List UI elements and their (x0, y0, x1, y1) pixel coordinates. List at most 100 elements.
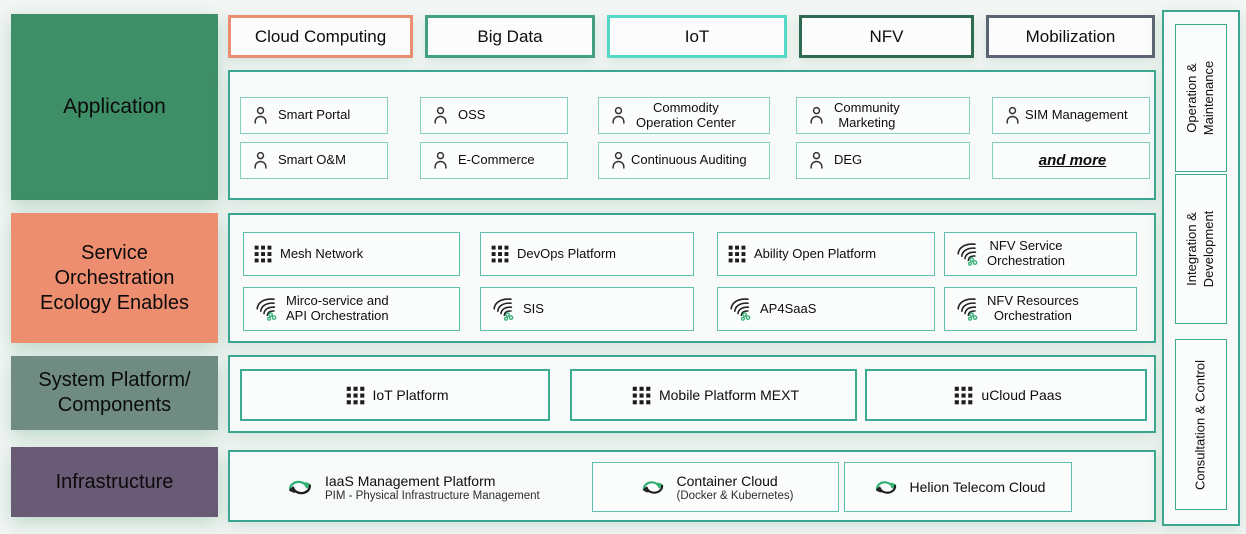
cloud-sync-icon (871, 475, 901, 500)
infra-label: Helion Telecom Cloud (909, 479, 1046, 495)
cloud-sync-icon (638, 475, 668, 500)
cloud-sync-icon (284, 474, 316, 501)
person-icon (430, 150, 451, 171)
infra-box-helion-telecom-cloud: Helion Telecom Cloud (844, 462, 1072, 512)
infra-label: IaaS Management Platform (325, 472, 496, 489)
infra-box-iaas-management-platform: IaaS Management Platform PIM - Physical … (280, 462, 590, 512)
app-box-label: OSS (458, 107, 486, 123)
swirl-icon (727, 296, 753, 322)
sys-box-ucloud-paas: uCloud Paas (865, 369, 1147, 421)
svc-box-nfv-resources-orchestration: NFV Resources Orchestration (944, 287, 1137, 331)
tab-cloud-computing: Cloud Computing (228, 15, 413, 58)
system-row: IoT Platform Mobile Platform MEXT uCloud… (240, 369, 1147, 421)
application-section: Smart Portal OSS Commodity Operation Cen… (228, 70, 1156, 200)
service-row-2: Mirco-service and API Orchestration SIS … (243, 287, 1137, 331)
vertical-label: Operation & Maintenance (1184, 60, 1216, 136)
person-icon (608, 150, 629, 171)
person-icon (430, 105, 451, 126)
app-box-smart-oandm: Smart O&M (240, 142, 388, 179)
app-box-smart-portal: Smart Portal (240, 97, 388, 134)
tab-mobilization: Mobilization (986, 15, 1155, 58)
application-row-2: Smart O&M E-Commerce Continuous Auditing… (240, 142, 1150, 179)
tab-nfv: NFV (799, 15, 974, 58)
app-box-label: SIM Management (1025, 107, 1128, 123)
rail-service-orchestration: Service Orchestration Ecology Enables (11, 213, 218, 343)
svc-box-sis: SIS (480, 287, 694, 331)
tab-iot: IoT (607, 15, 787, 58)
svc-box-label: NFV Resources Orchestration (987, 293, 1079, 323)
grid-icon (953, 385, 974, 406)
sys-box-iot-platform: IoT Platform (240, 369, 550, 421)
app-box-oss: OSS (420, 97, 568, 134)
app-box-label: Community Marketing (834, 99, 900, 130)
app-box-label: DEG (834, 152, 863, 168)
rail-application: Application (11, 14, 218, 200)
swirl-icon (954, 296, 980, 322)
infrastructure-section: IaaS Management Platform PIM - Physical … (228, 450, 1156, 522)
swirl-icon (954, 241, 980, 267)
grid-icon (490, 244, 510, 264)
infra-label: Container Cloud (676, 472, 778, 489)
svc-box-ap4saas: AP4SaaS (717, 287, 935, 331)
swirl-icon (490, 296, 516, 322)
person-icon (608, 105, 629, 126)
app-box-community-marketing: Community Marketing (796, 97, 970, 134)
sys-box-label: IoT Platform (372, 386, 449, 403)
sys-box-label: Mobile Platform MEXT (658, 386, 800, 403)
grid-icon (253, 244, 273, 264)
infra-sublabel: PIM - Physical Infrastructure Management (325, 489, 540, 502)
system-platform-section: IoT Platform Mobile Platform MEXT uCloud… (228, 355, 1156, 433)
rail-consultation-control: Consultation & Control (1175, 339, 1227, 510)
service-orchestration-section: Mesh Network DevOps Platform Ability Ope… (228, 213, 1156, 343)
svc-box-label: AP4SaaS (760, 300, 817, 316)
app-box-continuous-auditing: Continuous Auditing (598, 142, 770, 179)
svc-box-label: DevOps Platform (517, 245, 616, 261)
infra-text: Container Cloud (Docker & Kubernetes) (677, 473, 794, 502)
rail-operation-maintenance: Operation & Maintenance (1175, 24, 1227, 172)
and-more-label: and more (1038, 151, 1107, 169)
app-box-label: Continuous Auditing (631, 152, 747, 168)
technology-tabs: Cloud Computing Big Data IoT NFV Mobiliz… (228, 15, 1156, 58)
grid-icon (631, 385, 652, 406)
app-box-label: Smart O&M (278, 152, 346, 168)
person-icon (806, 150, 827, 171)
infra-text: IaaS Management Platform PIM - Physical … (325, 473, 540, 502)
svc-box-devops-platform: DevOps Platform (480, 232, 694, 276)
sys-box-label: uCloud Paas (981, 386, 1062, 403)
person-icon (250, 105, 271, 126)
svc-box-label: SIS (523, 300, 544, 316)
application-row-1: Smart Portal OSS Commodity Operation Cen… (240, 97, 1150, 134)
right-rail: Operation & Maintenance Integration & De… (1162, 10, 1240, 526)
rail-integration-development: Integration & Development (1175, 174, 1227, 324)
swirl-icon (253, 296, 279, 322)
tab-big-data: Big Data (425, 15, 595, 58)
rail-system-platform: System Platform/ Components (11, 356, 218, 430)
svc-box-microservice-api-orchestration: Mirco-service and API Orchestration (243, 287, 460, 331)
app-box-deg: DEG (796, 142, 970, 179)
rail-infrastructure: Infrastructure (11, 447, 218, 517)
infra-sublabel: (Docker & Kubernetes) (676, 489, 794, 502)
svc-box-label: NFV Service Orchestration (987, 238, 1066, 268)
grid-icon (727, 244, 747, 264)
vertical-label: Consultation & Control (1192, 359, 1208, 490)
svc-box-label: Mirco-service and API Orchestration (286, 293, 389, 323)
vertical-label: Integration & Development (1184, 210, 1216, 288)
grid-icon (345, 385, 366, 406)
infra-box-container-cloud: Container Cloud (Docker & Kubernetes) (592, 462, 839, 512)
app-box-sim-management: SIM Management (992, 97, 1150, 134)
person-icon (250, 150, 271, 171)
sys-box-mobile-platform-mext: Mobile Platform MEXT (570, 369, 857, 421)
app-box-label: E-Commerce (458, 152, 535, 168)
svc-box-nfv-service-orchestration: NFV Service Orchestration (944, 232, 1137, 276)
app-box-e-commerce: E-Commerce (420, 142, 568, 179)
service-row-1: Mesh Network DevOps Platform Ability Ope… (243, 232, 1137, 276)
svc-box-mesh-network: Mesh Network (243, 232, 460, 276)
person-icon (1002, 105, 1023, 126)
person-icon (806, 105, 827, 126)
app-box-and-more: and more (992, 142, 1150, 179)
svc-box-label: Ability Open Platform (754, 245, 877, 261)
infra-text: Helion Telecom Cloud (910, 479, 1046, 495)
app-box-commodity-operation-center: Commodity Operation Center (598, 97, 770, 134)
app-box-label: Smart Portal (278, 107, 351, 123)
